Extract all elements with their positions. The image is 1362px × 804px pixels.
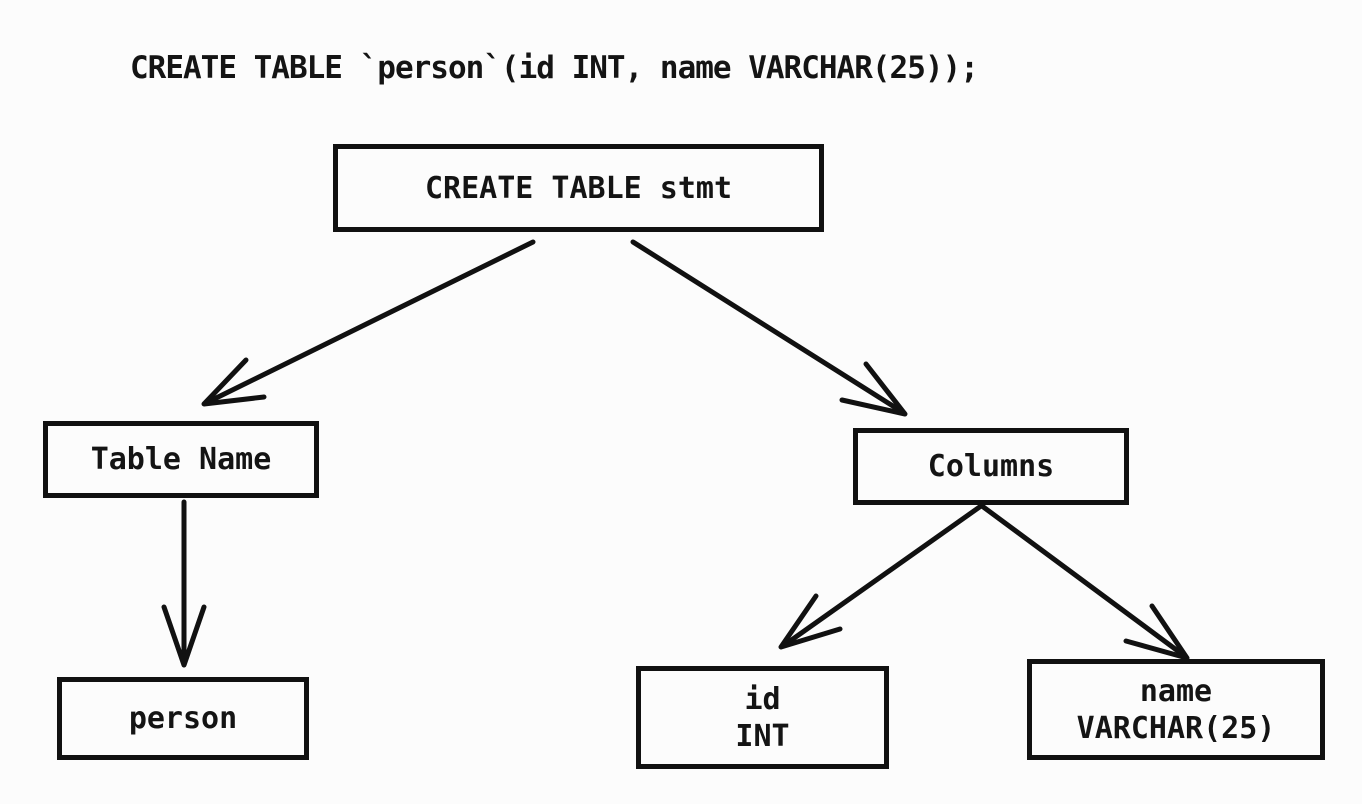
edge-table-name-to-person-arrow xyxy=(161,499,207,668)
node-id-int: id INT xyxy=(636,666,889,769)
node-columns-label: Columns xyxy=(927,449,1055,484)
node-name-type-label: VARCHAR(25) xyxy=(1076,710,1276,746)
sql-statement-text: CREATE TABLE `person`(id INT, name VARCH… xyxy=(130,50,979,86)
node-person-label: person xyxy=(128,701,238,736)
node-columns: Columns xyxy=(853,428,1129,505)
node-create-table-stmt: CREATE TABLE stmt xyxy=(333,144,824,232)
node-id-name-label: id xyxy=(744,681,781,717)
edge-root-to-columns-arrow xyxy=(630,239,908,417)
node-name-name-label: name xyxy=(1139,673,1213,709)
node-create-table-stmt-label: CREATE TABLE stmt xyxy=(424,170,733,206)
edge-root-to-table-name-arrow xyxy=(201,239,536,407)
node-person: person xyxy=(57,677,309,760)
node-table-name-label: Table Name xyxy=(90,442,272,477)
node-name-varchar: name VARCHAR(25) xyxy=(1027,659,1325,760)
node-table-name: Table Name xyxy=(43,421,319,498)
edge-columns-to-id-arrow xyxy=(778,503,984,650)
edge-columns-to-name-arrow xyxy=(979,503,1190,661)
node-id-type-label: INT xyxy=(735,718,790,754)
